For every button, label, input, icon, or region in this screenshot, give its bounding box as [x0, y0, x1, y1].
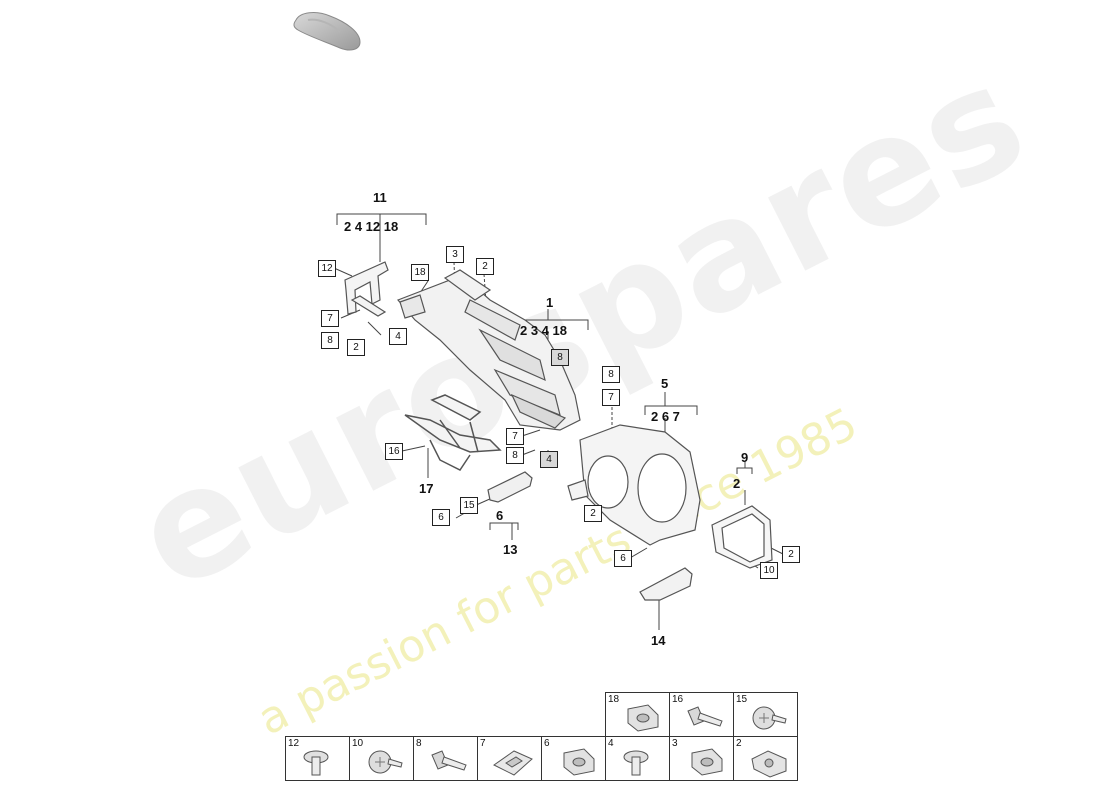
bolt-icon — [426, 745, 472, 779]
fastener-table: 18 16 15 12 10 8 7 6 4 3 2 — [285, 692, 798, 781]
fastener-part-number: 12 — [288, 738, 300, 749]
group-14-label: 14 — [651, 633, 666, 648]
fastener-cell[interactable]: 16 — [669, 692, 734, 737]
car-silhouette-icon — [293, 12, 361, 51]
group-11-subparts: 2 4 12 18 — [344, 219, 399, 234]
callout-box[interactable]: 8 — [506, 447, 524, 464]
callout-box[interactable]: 15 — [460, 497, 478, 514]
fastener-part-number: 10 — [352, 738, 364, 749]
callout-box[interactable]: 12 — [318, 260, 336, 277]
callout-box[interactable]: 18 — [411, 264, 429, 281]
fastener-part-number: 18 — [608, 694, 620, 705]
group-9-subparts: 2 — [733, 476, 741, 491]
group-13-label: 13 — [503, 542, 518, 557]
callout-box[interactable]: 3 — [446, 246, 464, 263]
group-9-label: 9 — [741, 450, 749, 465]
bracket-clip-icon — [746, 745, 792, 779]
callout-box[interactable]: 4 — [389, 328, 407, 345]
fastener-row-bottom: 12 10 8 7 6 4 3 2 — [285, 736, 798, 781]
group-17-label: 17 — [419, 481, 434, 496]
fastener-cell[interactable]: 2 — [733, 736, 798, 781]
fastener-part-number: 6 — [544, 738, 550, 749]
fastener-cell[interactable]: 12 — [285, 736, 350, 781]
fastener-cell[interactable]: 7 — [477, 736, 542, 781]
callout-box[interactable]: 7 — [321, 310, 339, 327]
group-13-subparts: 6 — [496, 508, 504, 523]
round-head-screw-icon — [746, 701, 792, 735]
fastener-part-number: 16 — [672, 694, 684, 705]
flange-bolt-icon — [298, 745, 344, 779]
fastener-part-number: 2 — [736, 738, 742, 749]
callout-box[interactable]: 8 — [602, 366, 620, 383]
fastener-cell[interactable]: 6 — [541, 736, 606, 781]
callout-box[interactable]: 10 — [760, 562, 778, 579]
callout-box[interactable]: 7 — [506, 428, 524, 445]
fastener-row-top: 18 16 15 — [286, 692, 798, 737]
group-1-subparts: 2 3 4 18 — [520, 323, 567, 338]
bolt-icon — [682, 701, 728, 735]
clip-nut-icon — [682, 745, 728, 779]
callout-box[interactable]: 2 — [347, 339, 365, 356]
flange-bolt-icon — [618, 745, 664, 779]
callout-box[interactable]: 2 — [782, 546, 800, 563]
callout-box[interactable]: 6 — [432, 509, 450, 526]
fastener-cell[interactable]: 10 — [349, 736, 414, 781]
callout-box[interactable]: 2 — [584, 505, 602, 522]
fastener-cell[interactable]: 18 — [605, 692, 670, 737]
fastener-part-number: 3 — [672, 738, 678, 749]
callout-box[interactable]: 16 — [385, 443, 403, 460]
callout-box[interactable]: 7 — [602, 389, 620, 406]
fastener-part-number: 4 — [608, 738, 614, 749]
spring-clip-icon — [490, 745, 536, 779]
clip-nut-icon — [554, 745, 600, 779]
callout-box[interactable]: 4 — [540, 451, 558, 468]
exploded-parts-drawing — [333, 213, 786, 630]
callout-box[interactable]: 8 — [321, 332, 339, 349]
round-head-screw-icon — [362, 745, 408, 779]
group-5-label: 5 — [661, 376, 669, 391]
fastener-cell[interactable]: 15 — [733, 692, 798, 737]
group-5-subparts: 2 6 7 — [651, 409, 680, 424]
fastener-part-number: 15 — [736, 694, 748, 705]
callout-box[interactable]: 2 — [476, 258, 494, 275]
clip-nut-icon — [618, 701, 664, 735]
fastener-cell[interactable]: 4 — [605, 736, 670, 781]
fastener-cell[interactable]: 8 — [413, 736, 478, 781]
group-11-label: 11 — [373, 190, 387, 205]
callout-box[interactable]: 8 — [551, 349, 569, 366]
fastener-part-number: 7 — [480, 738, 486, 749]
group-1-label: 1 — [546, 295, 554, 310]
callout-box[interactable]: 6 — [614, 550, 632, 567]
fastener-part-number: 8 — [416, 738, 422, 749]
fastener-cell[interactable]: 3 — [669, 736, 734, 781]
